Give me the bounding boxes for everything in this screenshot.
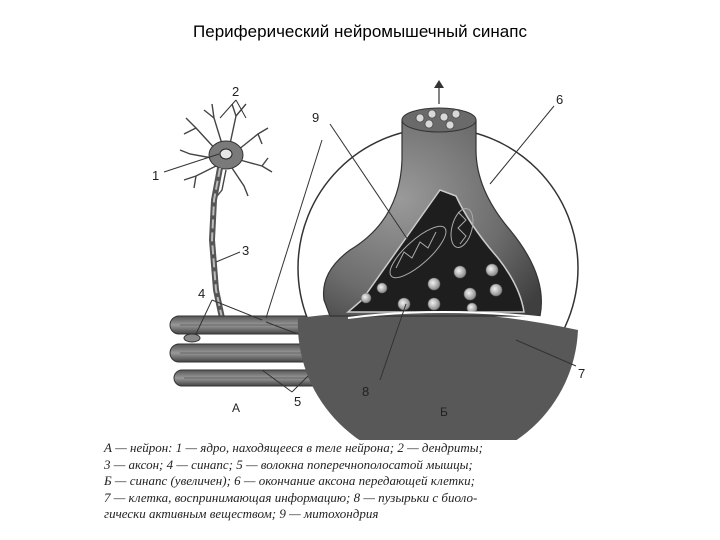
- label-1: 1: [152, 168, 159, 183]
- synapse-diagram: 1 2 3 4 5 6 7 8 9 А Б: [152, 80, 585, 440]
- label-2: 2: [232, 84, 239, 99]
- caption-line: Б — синапс (увеличен); 6 — окончание акс…: [104, 473, 475, 488]
- zoom-line: [265, 139, 323, 319]
- caption-line: 7 — клетка, воспринимающая информацию; 8…: [104, 489, 478, 505]
- label-5: 5: [294, 394, 301, 409]
- label-6: 6: [556, 92, 563, 107]
- synapse-a: [183, 333, 201, 343]
- nucleus: [219, 148, 233, 160]
- label-3: 3: [242, 243, 249, 258]
- panel-label-a: А: [232, 401, 240, 415]
- label-8: 8: [362, 384, 369, 399]
- leader-lines: [163, 99, 577, 393]
- label-9: 9: [312, 110, 319, 125]
- caption-line: А — нейрон: 1 — ядро, находящееся в теле…: [104, 440, 483, 455]
- caption-line: гически активным веществом; 9 — митохонд…: [104, 506, 379, 521]
- vesicles: [360, 263, 503, 314]
- figure-caption: А — нейрон: 1 — ядро, находящееся в теле…: [104, 440, 604, 523]
- synapse-panel-b: [297, 80, 579, 440]
- label-7: 7: [578, 366, 585, 381]
- label-4: 4: [198, 286, 205, 301]
- mitochondria: [389, 208, 474, 279]
- receiving-cell: [297, 311, 578, 440]
- slide-title: Периферический нейромышечный синапс: [193, 22, 527, 41]
- axon: [208, 167, 225, 319]
- caption-line: 3 — аксон; 4 — синапс; 5 — волокна попер…: [104, 456, 473, 472]
- panel-label-b: Б: [440, 405, 448, 419]
